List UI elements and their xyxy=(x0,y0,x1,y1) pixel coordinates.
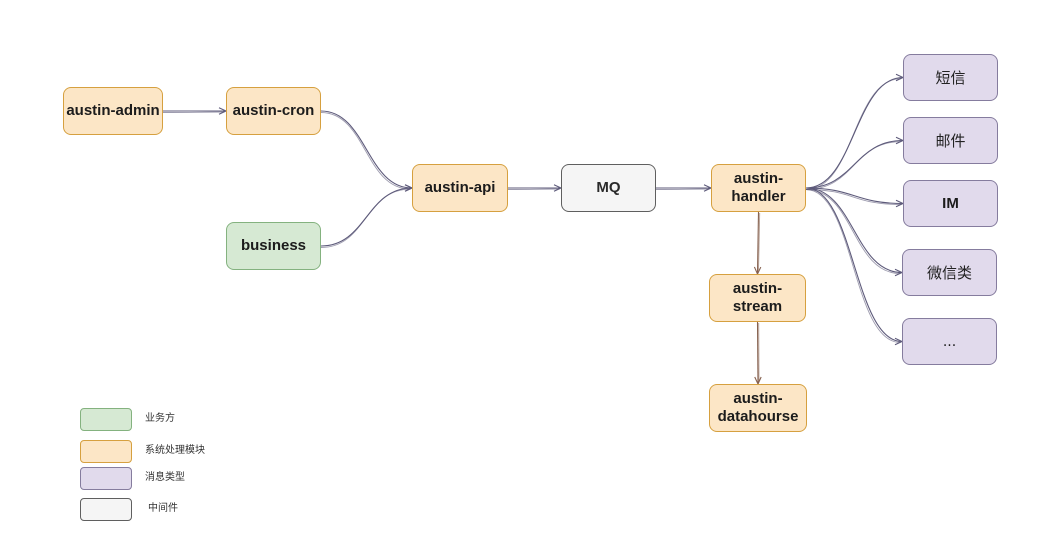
node-label: austin-handler xyxy=(731,170,786,205)
node-business: business xyxy=(226,222,321,270)
edge-austin-handler-to-im xyxy=(805,187,903,205)
legend-item-message: 消息类型 xyxy=(80,467,210,490)
legend: 业务方 系统处理模块 消息类型 中间件 xyxy=(80,408,210,522)
edge-stroke xyxy=(805,78,903,189)
edge-austin-handler-to-more xyxy=(805,187,902,343)
node-austin-handler: austin-handler xyxy=(711,164,806,212)
edge-austin-handler-to-wechat xyxy=(805,187,902,274)
edge-austin-handler-to-sms xyxy=(805,78,903,190)
node-austin-cron: austin-cron xyxy=(226,87,321,135)
edge-stroke xyxy=(320,188,412,247)
legend-label-message: 消息类型 xyxy=(145,472,185,483)
edge-stroke xyxy=(805,141,903,189)
node-label: ... xyxy=(942,333,957,350)
node-label: MQ xyxy=(596,179,621,196)
edge-sketch-stroke xyxy=(655,188,710,190)
edge-sketch-stroke xyxy=(805,189,902,205)
edge-stroke xyxy=(758,211,759,274)
node-label: austin-cron xyxy=(232,102,315,119)
node-label: austin-stream xyxy=(732,280,783,315)
node-austin-api: austin-api xyxy=(412,164,508,212)
node-label: austin-api xyxy=(424,179,496,196)
edge-stroke xyxy=(805,187,902,273)
node-label: austin-datahourse xyxy=(717,390,799,425)
edge-austin-stream-to-austin-datahourse xyxy=(758,321,760,384)
edge-austin-api-to-mq xyxy=(507,188,561,190)
legend-swatch-business xyxy=(80,408,132,431)
edge-austin-cron-to-austin-api xyxy=(320,110,412,190)
legend-label-system: 系统处理模块 xyxy=(145,445,205,456)
edge-austin-handler-to-email xyxy=(805,141,903,190)
legend-item-business: 业务方 xyxy=(80,408,210,431)
edge-austin-admin-to-austin-cron xyxy=(162,111,226,113)
edge-stroke xyxy=(758,321,759,384)
legend-swatch-middleware xyxy=(80,498,132,521)
edge-sketch-stroke xyxy=(758,212,761,273)
node-label: 邮件 xyxy=(935,131,966,150)
node-wechat: 微信类 xyxy=(902,249,997,296)
node-label: business xyxy=(240,237,307,254)
edge-stroke xyxy=(320,110,412,188)
edge-austin-handler-to-austin-stream xyxy=(758,211,761,274)
edge-sketch-stroke xyxy=(320,112,411,190)
node-label: austin-admin xyxy=(66,102,160,119)
node-label: IM xyxy=(942,194,959,212)
node-email: 邮件 xyxy=(903,117,998,164)
legend-swatch-system xyxy=(80,440,132,463)
node-label: 短信 xyxy=(935,68,966,87)
node-austin-admin: austin-admin xyxy=(63,87,163,135)
node-label: 微信类 xyxy=(926,263,972,282)
node-mq: MQ xyxy=(561,164,656,212)
edge-sketch-stroke xyxy=(805,189,901,274)
node-austin-datahourse: austin-datahourse xyxy=(709,384,807,432)
legend-item-middleware: 中间件 xyxy=(80,498,210,521)
node-sms: 短信 xyxy=(903,54,998,101)
node-austin-stream: austin-stream xyxy=(709,274,806,322)
node-more: ... xyxy=(902,318,997,365)
legend-label-business: 业务方 xyxy=(145,413,175,424)
legend-label-middleware: 中间件 xyxy=(148,503,178,514)
legend-swatch-message xyxy=(80,467,132,490)
edge-stroke xyxy=(805,187,902,342)
edge-stroke xyxy=(805,187,903,204)
edge-sketch-stroke xyxy=(162,111,225,113)
edge-sketch-stroke xyxy=(805,189,901,343)
edge-business-to-austin-api xyxy=(320,188,412,248)
legend-item-system: 系统处理模块 xyxy=(80,440,210,463)
edge-mq-to-austin-handler xyxy=(655,188,711,190)
node-im: IM xyxy=(903,180,998,227)
edge-sketch-stroke xyxy=(507,188,560,190)
